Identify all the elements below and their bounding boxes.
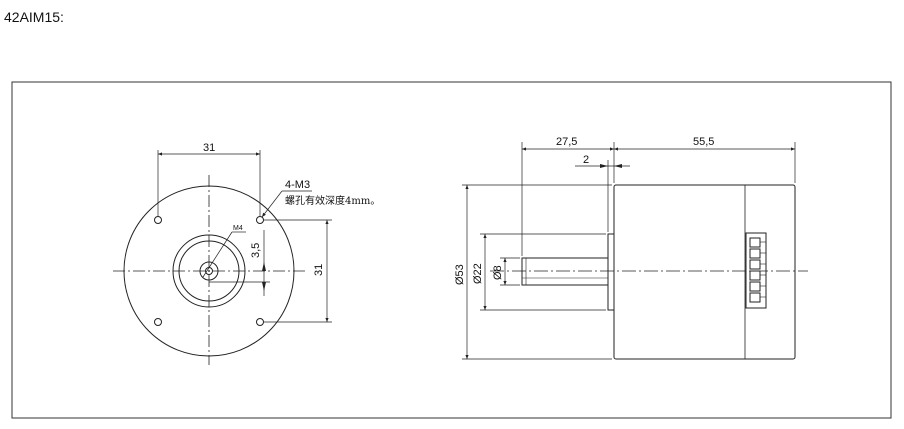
side-dim-shaft-label: 27,5: [556, 136, 577, 148]
connector-housing: [745, 232, 767, 309]
side-dim-shaft-dia-label: Ø8: [492, 265, 504, 280]
side-dim-flange-label: 2: [583, 154, 589, 166]
side-dim-body-dia-label: Ø53: [454, 264, 466, 285]
drawing-frame: [11, 81, 892, 419]
m4-leader: [202, 231, 233, 278]
front-dim-right-label: 31: [313, 264, 325, 276]
mount-hole-br: [256, 318, 264, 326]
front-view: [113, 150, 332, 365]
page-heading: 42AIM15:: [4, 9, 64, 25]
front-dim-offset-label: 3,5: [250, 243, 262, 258]
motor-body: [613, 184, 796, 360]
front-dim-top-label: 31: [203, 142, 215, 154]
side-dim-pilot-dia-label: Ø22: [472, 263, 484, 284]
mount-hole-tl: [154, 216, 162, 224]
side-view: [462, 142, 808, 360]
mount-hole-bl: [154, 318, 162, 326]
m3-callout-title: 4-M3: [285, 179, 310, 191]
motor-shaft: [521, 257, 609, 286]
motor-flange: [607, 233, 615, 311]
mount-hole-tr: [256, 216, 264, 224]
side-dim-body-label: 55,5: [693, 136, 714, 148]
m4-label: M4: [233, 225, 243, 232]
m3-callout-note: 螺孔有效深度4mm。: [285, 194, 380, 207]
m3-leader: [261, 190, 283, 218]
